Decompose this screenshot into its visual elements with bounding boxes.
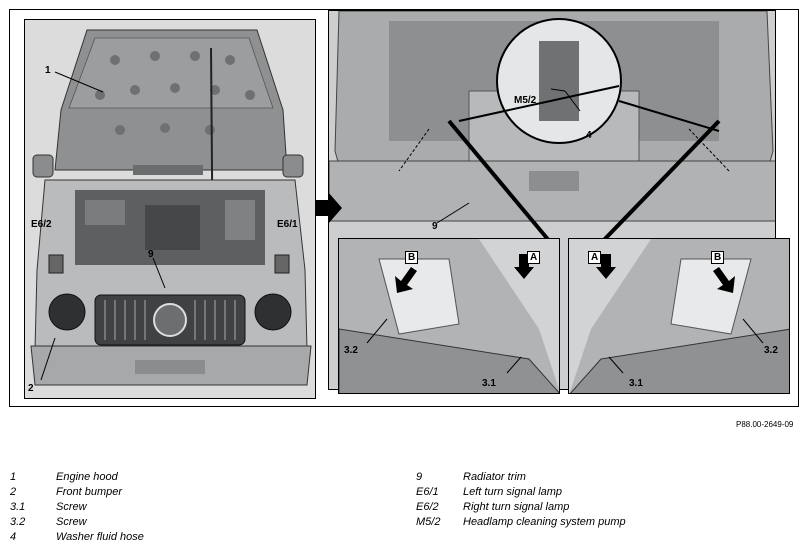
marker-b-left: B bbox=[405, 251, 419, 264]
marker-a-right: A bbox=[588, 251, 602, 264]
arrow-right-icon bbox=[316, 192, 342, 224]
figure-reference: P88.00-2649-09 bbox=[736, 420, 794, 429]
engine-compartment-view bbox=[328, 10, 776, 390]
detail-left-view bbox=[338, 238, 560, 394]
callout-e6-1: E6/1 bbox=[277, 219, 298, 230]
vehicle-front-view bbox=[24, 19, 316, 399]
callout-washer-hose: 4 bbox=[586, 130, 592, 141]
marker-a-left: A bbox=[527, 251, 541, 264]
detail-right-illustration bbox=[569, 239, 789, 393]
callout-front-bumper: 2 bbox=[28, 383, 34, 394]
callout-engine-hood: 1 bbox=[45, 65, 51, 76]
marker-b-right: B bbox=[711, 251, 725, 264]
callout-radiator-trim: 9 bbox=[148, 249, 154, 260]
callout-pump: M5/2 bbox=[514, 95, 537, 106]
vehicle-front-illustration bbox=[25, 20, 315, 398]
detail-left-illustration bbox=[339, 239, 559, 393]
callout-screw-3-2-right: 3.2 bbox=[764, 345, 778, 356]
detail-right-view bbox=[568, 238, 790, 394]
callout-screw-3-1-right: 3.1 bbox=[629, 378, 643, 389]
engine-compartment-illustration bbox=[329, 11, 775, 389]
callout-radiator-trim-right: 9 bbox=[432, 221, 438, 232]
callout-screw-3-1-left: 3.1 bbox=[482, 378, 496, 389]
callout-e6-2: E6/2 bbox=[31, 219, 52, 230]
callout-screw-3-2-left: 3.2 bbox=[344, 345, 358, 356]
